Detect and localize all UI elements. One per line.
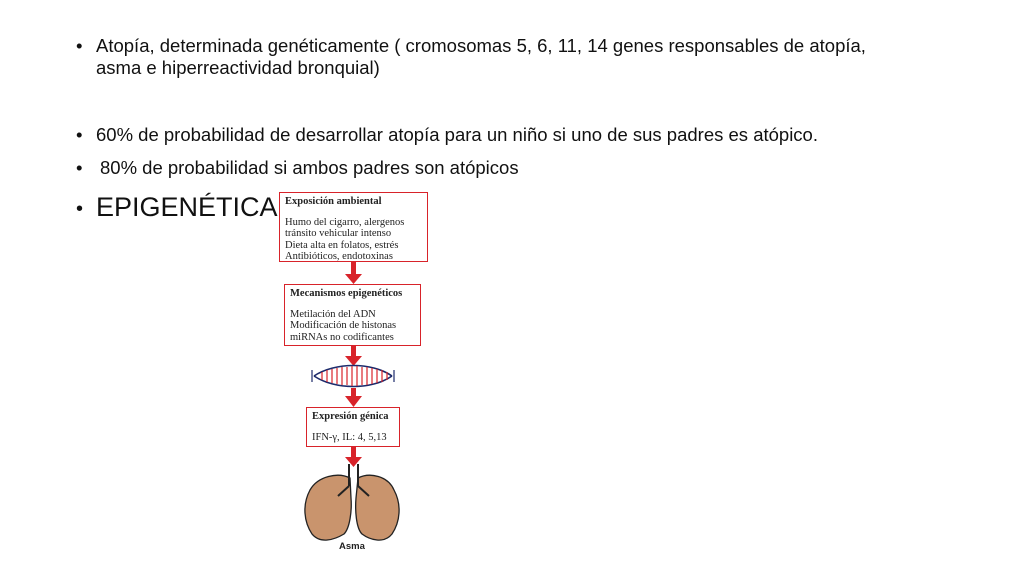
bullet-epigenetica: • EPIGENÉTICA xyxy=(76,192,376,226)
bullet-text: Atopía, determinada genéticamente ( crom… xyxy=(96,35,936,79)
box-line: Modificación de histonas xyxy=(290,320,397,331)
bullet-marker: • xyxy=(76,124,83,145)
box-line: Metilación del ADN xyxy=(290,308,376,320)
bullet-text: 80% de probabilidad si ambos padres son … xyxy=(100,157,519,178)
flow-arrow-1 xyxy=(345,262,362,284)
bullet-text-line-2: asma e hiperreactividad bronquial) xyxy=(96,57,380,78)
box-line: IFN-γ, IL: 4, 5,13 xyxy=(312,431,387,443)
box-line: Dieta alta en folatos, estrés xyxy=(285,239,399,251)
box-heading: Mecanismos epigenéticos xyxy=(290,288,403,299)
box-heading: Expresión génica xyxy=(312,411,389,422)
box-line: miRNAs no codificantes xyxy=(290,331,394,343)
bullet-marker: • xyxy=(76,35,83,56)
box-expresion-genica: Expresión génica IFN-γ, IL: 4, 5,13 xyxy=(306,407,400,447)
box-line: Humo del cigarro, alergenos xyxy=(285,216,405,228)
lungs-icon xyxy=(304,464,400,541)
bullet-marker: • xyxy=(76,157,83,178)
bullet-marker: • xyxy=(76,198,84,220)
outcome-label-asma: Asma xyxy=(339,541,365,552)
bullet-atopia-genetica: • Atopía, determinada genéticamente ( cr… xyxy=(76,35,976,83)
flow-arrow-3 xyxy=(345,388,362,407)
flow-arrow-2 xyxy=(345,346,362,366)
box-line: Antibióticos, endotoxinas xyxy=(285,251,393,262)
dna-helix-icon xyxy=(311,364,395,388)
bullet-text-line-1: Atopía, determinada genéticamente ( crom… xyxy=(96,35,866,56)
bullet-probabilidad-ambos-padres: • 80% de probabilidad si ambos padres so… xyxy=(76,157,976,181)
bullet-text: 60% de probabilidad de desarrollar atopí… xyxy=(96,124,818,145)
box-exposicion-ambiental: Exposición ambiental Humo del cigarro, a… xyxy=(279,192,428,262)
flow-arrow-4 xyxy=(345,447,362,467)
bullet-heading-epigenetica: EPIGENÉTICA xyxy=(96,192,278,222)
box-heading: Exposición ambiental xyxy=(285,196,382,207)
box-mecanismos-epigeneticos: Mecanismos epigenéticos Metilación del A… xyxy=(284,284,421,346)
box-line: tránsito vehicular intenso xyxy=(285,228,392,239)
bullet-probabilidad-un-padre: • 60% de probabilidad de desarrollar ato… xyxy=(76,124,976,148)
